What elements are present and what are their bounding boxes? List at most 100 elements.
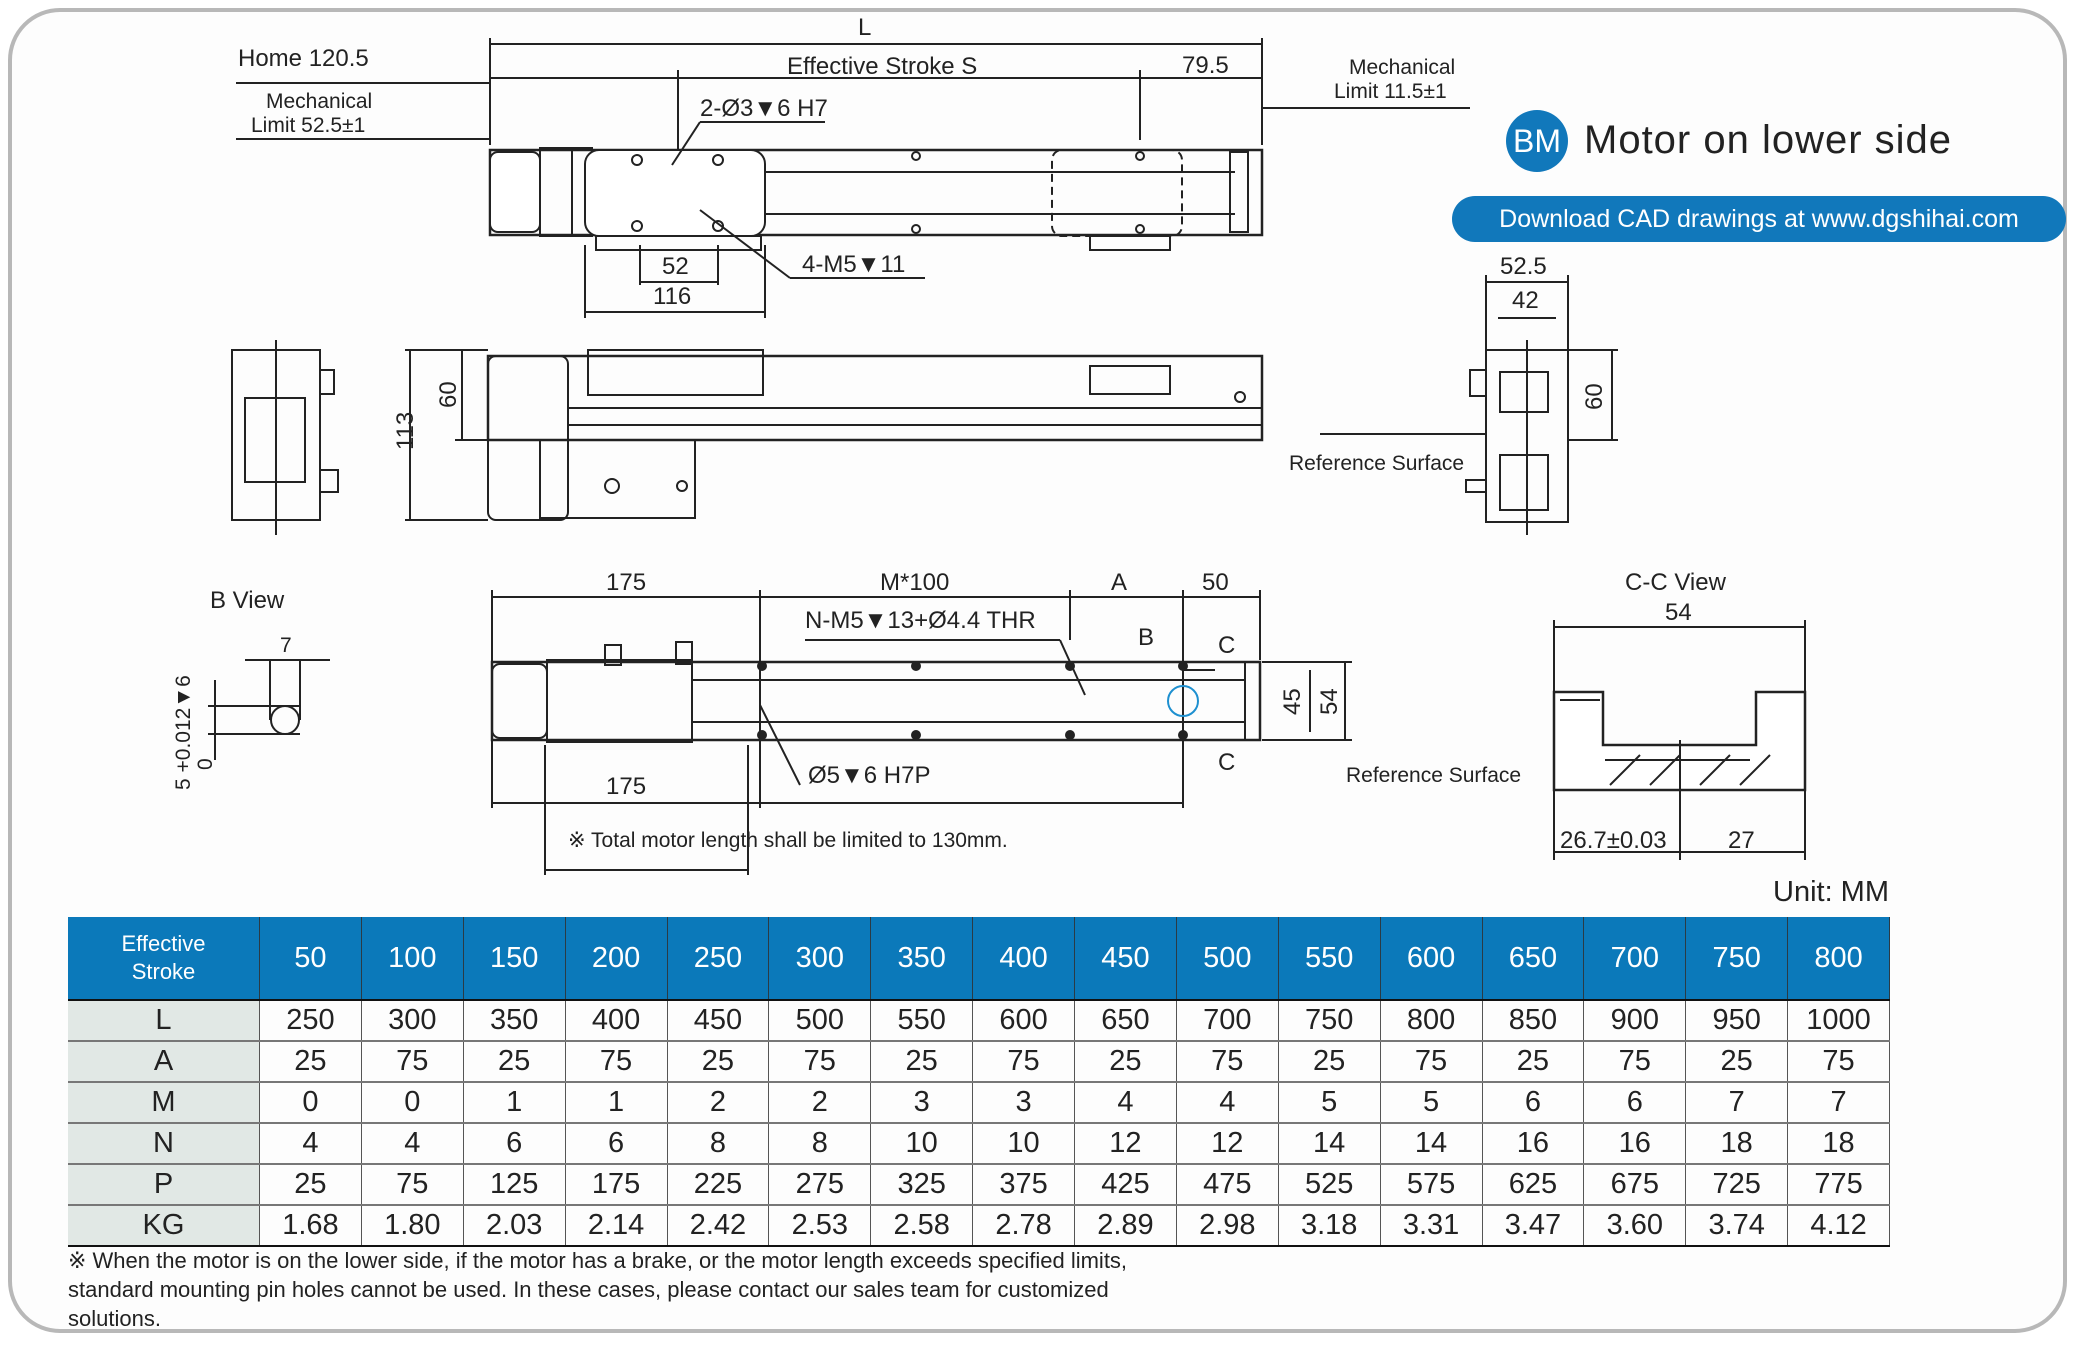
pin-label: Ø5▼6 H7P <box>808 762 930 789</box>
table-cell: 775 <box>1787 1164 1890 1206</box>
table-cell: 350 <box>463 999 566 1042</box>
table-cell: 3 <box>972 1082 1075 1124</box>
bottom-view: 175 M*100 A 50 N-M5▼13+Ø4.4 THR B C C 45… <box>490 569 1352 875</box>
table-cell: 5 <box>1278 1082 1381 1124</box>
table-cell: 25 <box>870 1041 974 1083</box>
table-cell: 175 <box>565 1164 668 1206</box>
table-cell: 675 <box>1583 1164 1687 1206</box>
side-view: 113 60 <box>231 340 1264 535</box>
dim-home: Home 120.5 <box>238 45 369 72</box>
table-cell: 1.68 <box>259 1205 362 1247</box>
table-cell: 575 <box>1380 1164 1483 1206</box>
table-cell: 25 <box>259 1164 362 1206</box>
table-cell: 16 <box>1583 1123 1687 1165</box>
table-cell: 14 <box>1278 1123 1381 1165</box>
table-cell: 7 <box>1787 1082 1890 1124</box>
motor-length-note: ※ Total motor length shall be limited to… <box>568 829 1008 852</box>
table-cell: 2 <box>768 1082 872 1124</box>
page-title: Motor on lower side <box>1584 118 1953 162</box>
stroke-header: 350 <box>870 917 974 1000</box>
table-cell: 450 <box>667 999 770 1042</box>
bm-badge: BM <box>1506 110 1568 172</box>
stroke-header: 550 <box>1278 917 1381 1000</box>
download-cad-link[interactable]: Download CAD drawings at www.dgshihai.co… <box>1452 196 2066 242</box>
label-C-top: C <box>1218 632 1235 659</box>
table-cell: 2 <box>667 1082 770 1124</box>
stroke-header: 450 <box>1074 917 1177 1000</box>
table-cell: 75 <box>1583 1041 1687 1083</box>
table-cell: 25 <box>1482 1041 1585 1083</box>
unit-label: Unit: MM <box>1773 876 1889 908</box>
table-cell: 325 <box>870 1164 974 1206</box>
top-view: L Home 120.5 Effective Stroke S 79.5 Mec… <box>236 14 1470 318</box>
stroke-header: 100 <box>361 917 464 1000</box>
dim-54-cc: 54 <box>1665 599 1692 626</box>
table-cell: 14 <box>1380 1123 1483 1165</box>
mech-limit-left-1: Mechanical <box>266 90 372 113</box>
stroke-header: 250 <box>667 917 770 1000</box>
dim-effective-stroke: Effective Stroke S <box>787 53 977 80</box>
stroke-header: 400 <box>972 917 1075 1000</box>
table-cell: 600 <box>972 999 1075 1042</box>
table-cell: 25 <box>667 1041 770 1083</box>
table-cell: 2.78 <box>972 1205 1075 1247</box>
table-cell: 650 <box>1074 999 1177 1042</box>
reference-surface-cc: Reference Surface <box>1346 764 1521 787</box>
cc-view: C-C View 54 Reference Surface 26.7±0.03 … <box>1346 569 1807 860</box>
mech-limit-left-2: Limit 52.5±1 <box>251 114 365 137</box>
table-cell: 8 <box>768 1123 872 1165</box>
table-cell: 625 <box>1482 1164 1585 1206</box>
dim-m100: M*100 <box>880 569 949 596</box>
table-cell: 10 <box>972 1123 1075 1165</box>
table-cell: 850 <box>1482 999 1585 1042</box>
footnote: ※ When the motor is on the lower side, i… <box>68 1248 1128 1331</box>
cc-view-title: C-C View <box>1625 569 1727 596</box>
table-cell: 950 <box>1685 999 1789 1042</box>
table-cell: 16 <box>1482 1123 1585 1165</box>
screws-label: 4-M5▼11 <box>802 251 905 278</box>
table-cell: 4.12 <box>1787 1205 1890 1247</box>
table-cell: 3.47 <box>1482 1205 1585 1247</box>
stroke-header: 50 <box>259 917 362 1000</box>
label-C-bottom: C <box>1218 749 1235 776</box>
pin-holes-label: 2-Ø3▼6 H7 <box>700 95 828 122</box>
table-cell: 75 <box>1380 1041 1483 1083</box>
row-label: L <box>68 999 260 1042</box>
table-cell: 1 <box>565 1082 668 1124</box>
table-cell: 2.89 <box>1074 1205 1177 1247</box>
row-label: P <box>68 1164 260 1206</box>
stroke-header: 150 <box>463 917 566 1000</box>
dim-60-end: 60 <box>1581 383 1608 410</box>
dim-26-7: 26.7±0.03 <box>1560 827 1667 854</box>
table-cell: 75 <box>1176 1041 1279 1083</box>
table-cell: 5 <box>1380 1082 1483 1124</box>
table-cell: 3.74 <box>1685 1205 1789 1247</box>
table-cell: 4 <box>1176 1082 1279 1124</box>
table-cell: 525 <box>1278 1164 1381 1206</box>
table-cell: 4 <box>259 1123 362 1165</box>
end-view: 52.5 42 60 Reference Surface <box>1289 253 1618 535</box>
table-cell: 1 <box>463 1082 566 1124</box>
table-cell: 1.80 <box>361 1205 464 1247</box>
table-cell: 275 <box>768 1164 872 1206</box>
table-cell: 75 <box>972 1041 1075 1083</box>
dim-54-bottom: 54 <box>1316 688 1343 715</box>
b-view: B View 7 5 +0.012▼6 0 <box>172 587 330 790</box>
table-cell: 75 <box>1787 1041 1890 1083</box>
table-cell: 25 <box>1685 1041 1789 1083</box>
dim-27: 27 <box>1728 827 1755 854</box>
table-cell: 25 <box>463 1041 566 1083</box>
header-label-line1: Effective <box>121 931 206 956</box>
row-label: A <box>68 1041 260 1083</box>
table-cell: 425 <box>1074 1164 1177 1206</box>
table-cell: 75 <box>361 1041 464 1083</box>
label-B: B <box>1138 624 1154 651</box>
table-cell: 6 <box>1482 1082 1585 1124</box>
table-cell: 18 <box>1787 1123 1890 1165</box>
table-cell: 3.31 <box>1380 1205 1483 1247</box>
stroke-header: 800 <box>1787 917 1890 1000</box>
table-cell: 6 <box>463 1123 566 1165</box>
